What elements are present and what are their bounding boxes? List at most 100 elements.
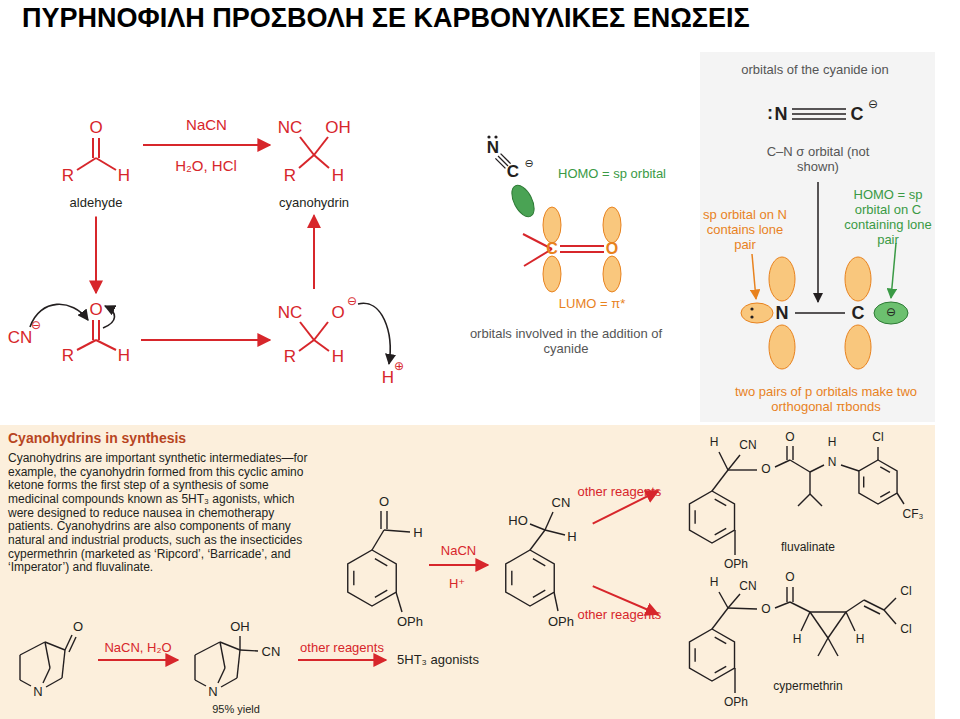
bond-lines xyxy=(545,530,565,535)
reagent-label: NaCN xyxy=(186,116,227,133)
bond-lines xyxy=(194,655,195,680)
bond-lines xyxy=(560,251,604,253)
structure: HCNOOHNClCF₃OPhfluvalinate xyxy=(660,428,935,575)
ring-double-bond xyxy=(863,476,864,487)
atom-label: CN xyxy=(552,496,571,511)
curly-arrows xyxy=(30,303,390,364)
atom-label: CN xyxy=(8,328,33,348)
bond-lines xyxy=(19,655,20,680)
annotation: HOMO = sp orbital xyxy=(558,167,666,182)
annotation: orbitals of the cyanide ion xyxy=(741,63,888,78)
bond-lines xyxy=(897,493,904,504)
bond-lines xyxy=(810,611,846,612)
cyanide-orbitals xyxy=(845,257,871,301)
benzene-ring xyxy=(859,460,897,504)
benzene-ring xyxy=(506,550,554,606)
atom-label: O xyxy=(761,463,770,477)
orbital-picture xyxy=(543,256,561,292)
atom-label: R xyxy=(284,347,296,367)
atom-label: O xyxy=(606,240,618,258)
atom-label: H xyxy=(710,576,719,590)
atom-label: ⊖ xyxy=(347,295,357,309)
atom-label: Cl xyxy=(900,585,911,599)
atom-label: O xyxy=(89,118,102,138)
orbital-picture xyxy=(487,135,490,138)
bond-lines xyxy=(221,678,237,687)
bond-lines xyxy=(712,608,728,629)
bond-lines xyxy=(719,592,728,608)
bond-lines xyxy=(846,600,864,612)
reagent-label: other reagents xyxy=(300,641,384,656)
structure: ORHaldehyde xyxy=(55,112,140,213)
cyanide-orbitals xyxy=(750,315,753,318)
bond-lines xyxy=(62,650,65,678)
bond-lines xyxy=(46,678,62,687)
atom-label: H xyxy=(332,166,344,186)
bond-lines xyxy=(240,650,258,651)
atom-label: ⊕ xyxy=(394,360,404,374)
orbital-picture xyxy=(501,154,511,164)
bond-lines xyxy=(809,472,810,494)
atom-label: Cl xyxy=(900,623,911,637)
structure: NCO⊖RHH⊕ xyxy=(272,292,407,391)
bond-lines xyxy=(20,680,31,686)
atom-label: O xyxy=(785,571,794,585)
orbital-picture xyxy=(543,207,561,243)
bond-lines xyxy=(560,245,604,247)
bond-lines xyxy=(734,530,735,555)
cyanide-orbitals xyxy=(817,182,819,302)
reagent-label: NaCN xyxy=(441,544,476,559)
annotation: orbitals involved in the addition of cya… xyxy=(461,327,671,357)
atom-label: H xyxy=(118,166,130,186)
bond-lines xyxy=(884,610,896,624)
atom-label: H xyxy=(710,436,719,450)
bond-lines xyxy=(775,602,790,608)
ring-double-bond xyxy=(715,528,726,535)
bond-lines xyxy=(96,340,116,350)
cyanide-orbitals xyxy=(874,302,908,324)
atom-label: N xyxy=(828,456,837,470)
bond-lines xyxy=(77,158,96,170)
ring-double-bond xyxy=(694,648,695,661)
annotation: LUMO = π* xyxy=(559,297,625,312)
curly-arrows xyxy=(358,303,390,364)
bond-lines xyxy=(314,155,329,168)
atom-label: N xyxy=(208,685,217,700)
bond-lines xyxy=(884,598,896,610)
reaction-arrow xyxy=(298,659,386,661)
orbital-picture xyxy=(498,156,508,166)
atom-label: O xyxy=(331,303,344,323)
slide-title: ΠΥΡΗΝΟΦΙΛΗ ΠΡΟΣΒΟΛΗ ΣΕ ΚΑΡΒΟΝΥΛΙΚΕΣ ΕΝΩΣ… xyxy=(22,3,750,34)
benzene-ring xyxy=(689,629,734,681)
bond-lines xyxy=(841,465,859,471)
atom-label: O xyxy=(785,431,794,445)
bond-lines xyxy=(220,642,225,668)
atom-label: C xyxy=(507,162,519,182)
bond-lines xyxy=(92,320,94,340)
bond-lines xyxy=(775,460,790,467)
bond-lines xyxy=(801,612,810,631)
bond-lines xyxy=(195,642,220,655)
ring-double-bond xyxy=(715,637,726,644)
reaction-arrow xyxy=(95,216,97,293)
panel-body: Cyanohydrins are important synthetic int… xyxy=(8,452,310,575)
benzene-ring xyxy=(348,550,396,606)
bond-lines xyxy=(734,668,735,693)
benzene-ring xyxy=(689,491,734,543)
ring-double-bond xyxy=(715,666,726,673)
bond-lines xyxy=(372,530,384,550)
ring-double-bond xyxy=(375,590,387,597)
bond-lines xyxy=(45,642,50,668)
bond-lines xyxy=(380,511,381,529)
ring-double-bond xyxy=(533,590,545,597)
atom-label: : xyxy=(767,103,773,124)
atom-label: ⊖ xyxy=(31,319,41,333)
reagent-label: other reagents xyxy=(578,608,662,623)
atom-label: R xyxy=(62,346,74,366)
compound-name: cypermethrin xyxy=(773,680,842,694)
bond-lines xyxy=(92,138,94,158)
atom-label: H xyxy=(118,346,130,366)
atom-label: C xyxy=(852,303,865,324)
bond-lines xyxy=(239,636,240,650)
bond-lines xyxy=(864,600,884,610)
